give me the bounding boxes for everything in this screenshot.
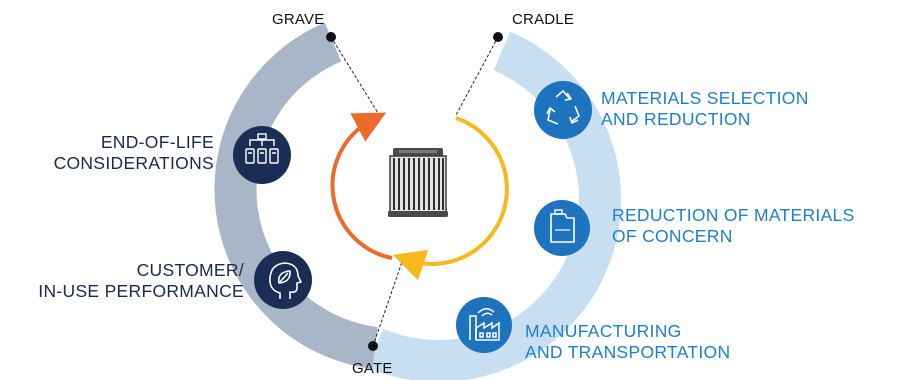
- customer-label: CUSTOMER/ IN-USE PERFORMANCE: [38, 260, 244, 302]
- filter-cartridge-icon: [388, 148, 448, 217]
- end-of-life-label: END-OF-LIFE CONSIDERATIONS: [53, 132, 214, 174]
- cradle-connector: [455, 36, 499, 116]
- cradle-label: CRADLE: [512, 11, 575, 28]
- materials-of-concern-label: REDUCTION OF MATERIALS OF CONCERN: [612, 205, 855, 247]
- gate-label: GATE: [352, 360, 393, 377]
- grave-connector: [330, 36, 379, 114]
- bins-icon: [233, 126, 291, 184]
- recycle-icon: [534, 81, 592, 139]
- yellow-arrow: [392, 116, 509, 281]
- grave-label: GRAVE: [272, 11, 325, 28]
- grave-dot: [326, 32, 336, 42]
- cradle-dot: [493, 32, 503, 42]
- materials-selection-label: MATERIALS SELECTION AND REDUCTION: [601, 88, 809, 130]
- head-leaf-icon: [254, 251, 312, 309]
- manufacturing-label: MANUFACTURING AND TRANSPORTATION: [525, 321, 731, 363]
- gate-dot: [368, 341, 378, 351]
- container-icon: [534, 200, 590, 256]
- ring-gate-to-grave: [214, 22, 378, 369]
- factory-icon: [456, 297, 512, 353]
- orange-arrow: [330, 112, 393, 260]
